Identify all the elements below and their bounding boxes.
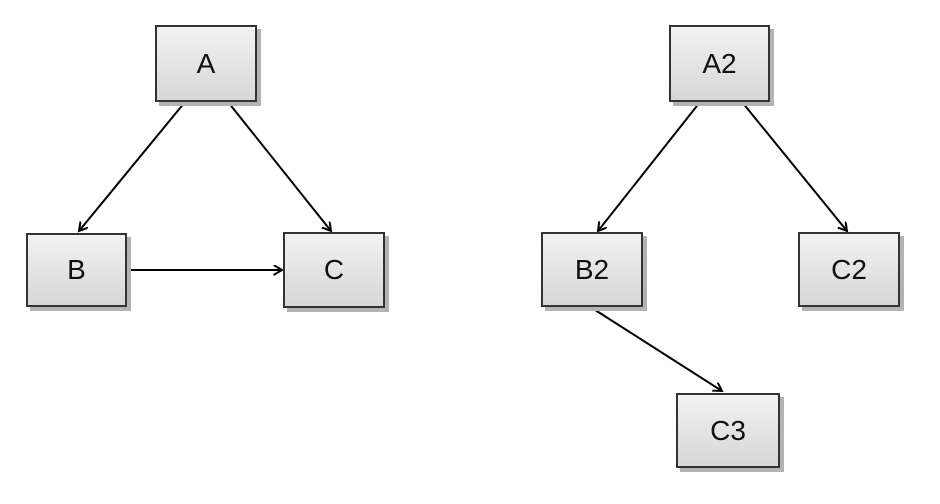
node-label-A2: A2 xyxy=(702,47,737,79)
node-B: B xyxy=(26,233,127,307)
edge-B2-to-C3 xyxy=(591,307,722,391)
node-label-C2: C2 xyxy=(831,253,867,285)
node-label-A: A xyxy=(196,47,216,79)
node-label-B2: B2 xyxy=(574,253,610,285)
node-B2: B2 xyxy=(541,232,643,307)
node-A: A xyxy=(155,25,257,102)
edge-A-to-C xyxy=(227,101,331,231)
node-C3: C3 xyxy=(676,393,780,468)
edge-A2-to-C2 xyxy=(741,101,847,231)
node-label-B: B xyxy=(67,254,86,285)
node-label-C: C xyxy=(323,254,345,285)
node-C: C xyxy=(283,232,385,308)
node-label-C3: C3 xyxy=(710,414,746,446)
edge-A-to-B xyxy=(79,101,186,231)
node-C2: C2 xyxy=(798,232,900,307)
edge-A2-to-B2 xyxy=(598,101,701,231)
node-A2: A2 xyxy=(669,25,770,102)
